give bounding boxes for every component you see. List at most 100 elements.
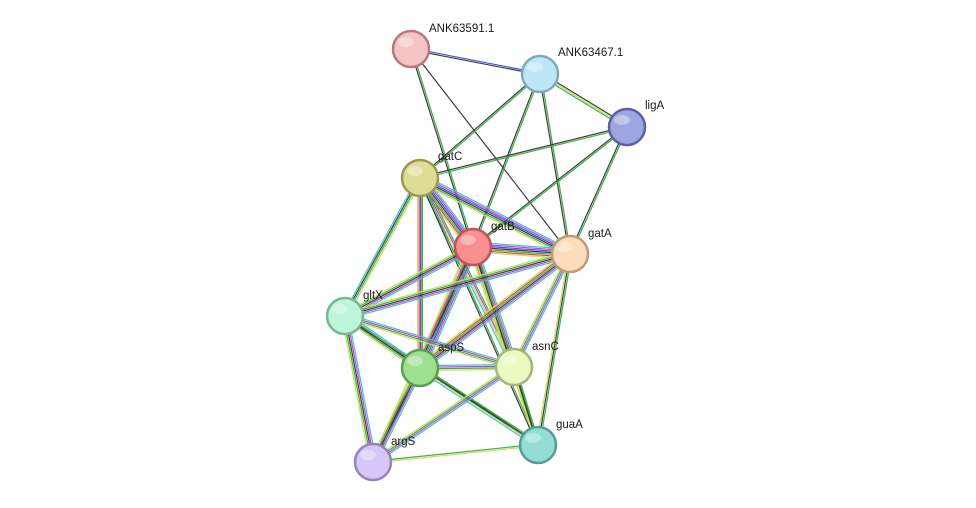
- edge-evidence-cyan: [342, 176, 419, 316]
- node-highlight: [525, 433, 541, 443]
- edge-evidence-magenta: [344, 254, 572, 319]
- edge-evidence-yellow: [343, 317, 514, 370]
- node-label: gatC: [438, 151, 462, 163]
- edge-evidence-green: [371, 365, 515, 462]
- edge-ANK63467.1-gatC[interactable]: [418, 72, 542, 180]
- edge-ANK63591.1-ANK63467.1[interactable]: [410, 47, 541, 76]
- edge-evidence-black: [471, 125, 628, 247]
- edge-evidence-green: [419, 127, 628, 180]
- node-argS[interactable]: argS: [353, 436, 416, 482]
- edge-evidence-black: [344, 253, 571, 317]
- edge-evidence-yellow: [470, 246, 538, 447]
- node-highlight: [527, 62, 543, 72]
- edge-evidence-black: [537, 253, 571, 446]
- node-circle[interactable]: [353, 442, 393, 482]
- edge-evidence-yellow: [371, 364, 514, 461]
- node-label: ANK63591.1: [429, 23, 494, 35]
- node-circle[interactable]: [607, 107, 647, 147]
- edge-evidence-black: [344, 315, 374, 463]
- edge-gatC-gatA[interactable]: [417, 173, 573, 259]
- node-gltX[interactable]: gltX: [325, 290, 383, 336]
- edge-gatA-guaA[interactable]: [535, 253, 573, 446]
- edge-evidence-green: [343, 251, 571, 316]
- edge-evidence-yellow: [346, 178, 423, 318]
- node-highlight: [557, 242, 573, 252]
- edge-evidence-green: [570, 126, 629, 255]
- node-label: guaA: [556, 419, 583, 431]
- edge-evidence-magenta: [420, 175, 572, 253]
- edge-aspS-guaA[interactable]: [418, 365, 540, 448]
- node-label: gltX: [363, 290, 383, 302]
- edge-evidence-yellow: [341, 316, 371, 464]
- node-circle[interactable]: [550, 234, 590, 274]
- edge-evidence-magenta: [514, 253, 572, 368]
- edge-ligA-gatC[interactable]: [419, 125, 628, 180]
- node-circle[interactable]: [494, 347, 534, 387]
- edge-evidence-black: [419, 254, 572, 370]
- node-circle[interactable]: [400, 348, 440, 388]
- edge-ANK63467.1-gatB[interactable]: [471, 73, 542, 248]
- edge-evidence-green: [420, 365, 540, 444]
- edge-asnC-argS[interactable]: [371, 364, 516, 465]
- edge-argS-guaA[interactable]: [372, 443, 539, 464]
- edge-evidence-yellow: [418, 368, 539, 447]
- edge-gatA-asnC[interactable]: [511, 252, 573, 369]
- node-aspS[interactable]: aspS: [400, 342, 465, 388]
- node-circle[interactable]: [400, 158, 440, 198]
- node-circle[interactable]: [391, 29, 431, 69]
- node-circle[interactable]: [518, 425, 558, 465]
- edge-gatB-gltX[interactable]: [342, 243, 476, 320]
- edge-evidence-magenta: [372, 367, 516, 464]
- edge-evidence-green: [343, 244, 473, 316]
- node-ligA[interactable]: ligA: [607, 100, 665, 147]
- edge-evidence-magenta: [474, 245, 517, 367]
- edge-gatC-guaA[interactable]: [418, 177, 540, 446]
- edge-evidence-black: [409, 48, 473, 248]
- node-highlight: [407, 356, 423, 366]
- edge-gatC-gltX[interactable]: [342, 176, 423, 318]
- edge-evidence-green: [411, 48, 475, 248]
- node-circle[interactable]: [453, 227, 493, 267]
- edge-evidence-yellow: [468, 247, 511, 369]
- node-ANK63591.1[interactable]: ANK63591.1: [391, 23, 494, 69]
- node-gatA[interactable]: gatA: [550, 228, 612, 274]
- node-ANK63467.1[interactable]: ANK63467.1: [520, 47, 623, 94]
- node-guaA[interactable]: guaA: [518, 419, 583, 465]
- edge-evidence-yellow: [342, 243, 473, 314]
- edge-evidence-green: [345, 177, 422, 317]
- edge-ANK63467.1-gatA[interactable]: [538, 73, 572, 255]
- node-gatB[interactable]: gatB: [453, 221, 515, 267]
- edge-ANK63591.1-gatA[interactable]: [410, 48, 571, 255]
- edge-ligA-gatB[interactable]: [471, 125, 629, 249]
- edge-evidence-black: [418, 177, 538, 446]
- edge-evidence-green: [512, 253, 570, 368]
- node-highlight: [398, 37, 414, 47]
- node-circle[interactable]: [520, 54, 560, 94]
- edge-gltX-argS[interactable]: [341, 314, 377, 464]
- node-asnC[interactable]: asnC: [494, 341, 559, 387]
- edge-evidence-yellow: [511, 252, 569, 367]
- node-label: ANK63467.1: [558, 47, 623, 59]
- edge-gatA-gltX[interactable]: [343, 250, 572, 320]
- edge-evidence-yellow: [372, 445, 539, 464]
- edge-evidence-black: [419, 178, 571, 256]
- edge-evidence-green: [538, 253, 573, 446]
- edge-evidence-blue: [419, 176, 571, 254]
- edge-evidence-black: [418, 72, 541, 178]
- node-gatC[interactable]: gatC: [400, 151, 462, 198]
- edge-evidence-cyan: [373, 368, 516, 465]
- edge-gltX-asnC[interactable]: [343, 313, 516, 370]
- edge-evidence-cyan: [515, 254, 573, 369]
- edge-evidence-blue: [410, 47, 541, 74]
- edge-ligA-gatA[interactable]: [568, 126, 629, 255]
- node-highlight: [614, 115, 630, 125]
- edge-evidence-black: [568, 126, 627, 255]
- edge-evidence-yellow: [417, 180, 569, 259]
- node-label: aspS: [438, 342, 465, 354]
- node-circle[interactable]: [325, 296, 365, 336]
- edge-evidence-yellow: [343, 250, 570, 314]
- edge-evidence-black: [410, 48, 571, 255]
- edge-ANK63591.1-gatB[interactable]: [409, 48, 475, 248]
- edge-evidence-black: [344, 246, 474, 317]
